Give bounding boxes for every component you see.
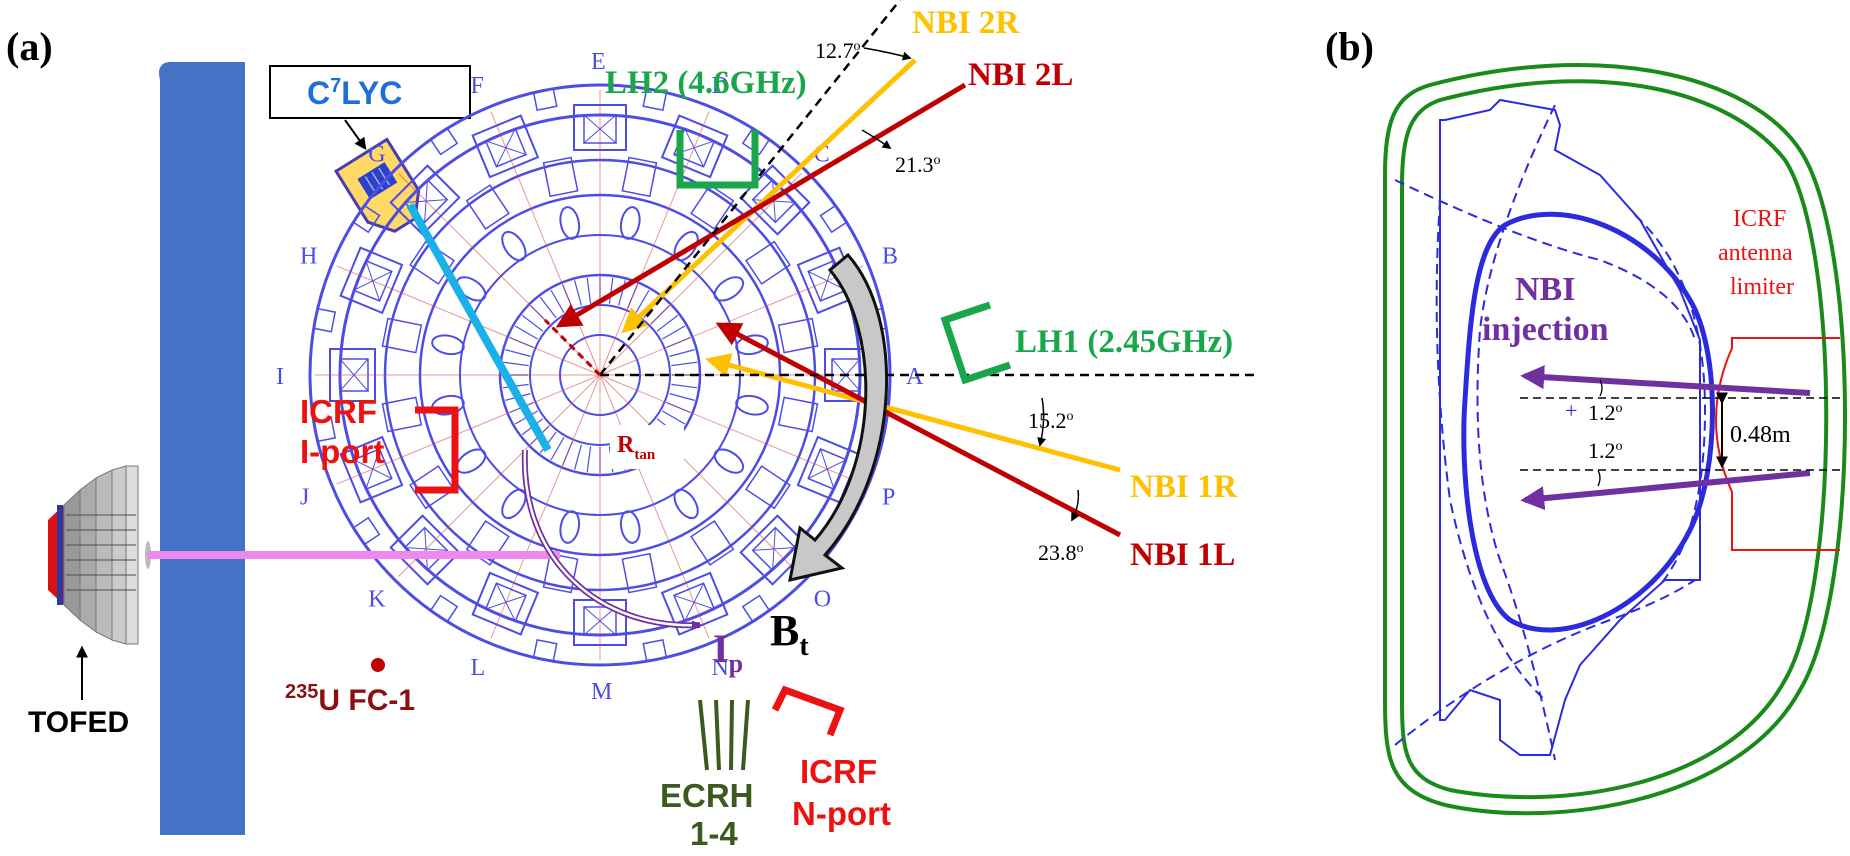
nbi-upper-beam — [1520, 365, 1811, 396]
angle-arc-21-3 — [861, 129, 892, 150]
c7lyc-line-of-sight — [406, 203, 552, 452]
ecrh-label-line2: 1-4 — [690, 815, 738, 852]
rtan-label: Rtan — [617, 432, 656, 463]
bt-direction-arrow — [788, 252, 888, 582]
icrf-n-port-antenna — [771, 685, 845, 737]
panel-a: (a) TOFED C7LYC — [6, 0, 1258, 852]
lh2-label: LH2 (4.6GHz) — [605, 65, 807, 101]
port-letter-g: G — [368, 141, 385, 167]
bt-label: Bt — [770, 606, 809, 662]
angle-15-2-label: 15.2o — [1028, 408, 1074, 433]
port-letter-d: D — [712, 73, 729, 99]
ecrh-launchers — [698, 699, 750, 771]
fission-chamber-label: 235U FC-1 — [285, 681, 415, 717]
angle-12-7-label: 12.7o — [815, 38, 861, 63]
c7lyc-arrow — [344, 119, 367, 150]
port-letter-f: F — [470, 73, 483, 99]
port-letter-k: K — [368, 587, 386, 613]
panel-a-label: (a) — [6, 24, 53, 69]
icrf-i-label-line2: I-port — [300, 433, 384, 470]
tofed-detector-icon — [48, 465, 151, 645]
angle-arc-15-2 — [1037, 397, 1047, 447]
ip-label: Ip — [713, 626, 743, 678]
port-letter-p: P — [882, 485, 895, 511]
c7lyc-label-box — [269, 65, 471, 119]
panel-b: (b) ICRF antenna limiter NBI injection +… — [1325, 24, 1847, 816]
vessel-outer-wall — [1383, 63, 1847, 816]
plasma-boundary — [1461, 211, 1715, 633]
lh1-antenna — [940, 301, 1012, 385]
tofed-label: TOFED — [28, 706, 129, 739]
port-letter-i: I — [276, 364, 284, 390]
icrf-limiter-label-line3: limiter — [1730, 274, 1794, 300]
angle-bottom-label: 1.2o — [1588, 438, 1623, 463]
nbi-2r-label: NBI 2R — [912, 5, 1020, 41]
nbi-injection-label-line1: NBI — [1515, 271, 1575, 308]
nbi-lower-beam — [1520, 470, 1811, 511]
nbi-1r-beam — [705, 353, 1121, 473]
port-letter-m: M — [591, 679, 612, 705]
distance-label: 0.48m — [1730, 422, 1791, 448]
plasma-axis-marker: + — [1565, 398, 1577, 423]
port-letter-o: O — [814, 587, 831, 613]
port-letter-b: B — [882, 243, 898, 269]
panel-b-label: (b) — [1325, 24, 1374, 69]
c7lyc-label: C7LYC — [307, 75, 402, 111]
port-letter-a: A — [906, 364, 924, 390]
lh2-antenna — [676, 130, 759, 189]
lh1-label: LH1 (2.45GHz) — [1015, 324, 1233, 360]
first-wall — [1439, 98, 1701, 756]
nbi-2l-beam — [555, 82, 967, 328]
angle-arc-12-7 — [863, 47, 912, 61]
port-letter-n: N — [712, 655, 729, 681]
rtan-line — [543, 318, 602, 377]
icrf-n-label-line2: N-port — [792, 795, 891, 832]
fission-chamber-dot — [371, 658, 385, 672]
angle-23-8-label: 23.8o — [1038, 540, 1084, 565]
port-letter-j: J — [300, 485, 309, 511]
angle-21-3-label: 21.3o — [895, 152, 941, 177]
ip-direction-arrow-outline — [521, 449, 701, 629]
nbi-1r-label: NBI 1R — [1130, 469, 1238, 505]
nbi-1l-label: NBI 1L — [1130, 537, 1235, 573]
nbi-2l-label: NBI 2L — [968, 57, 1073, 93]
angle-top-label: 1.2o — [1588, 400, 1623, 425]
icrf-i-port-antenna — [415, 406, 459, 494]
icrf-i-label-line1: ICRF — [300, 393, 377, 430]
icrf-n-label-line1: ICRF — [800, 753, 877, 790]
vessel-inner-wall — [1400, 79, 1829, 800]
icrf-limiter-label-line1: ICRF — [1733, 206, 1786, 232]
port-letter-e: E — [591, 49, 606, 75]
port-letter-h: H — [300, 243, 317, 269]
nbi-injection-label-line2: injection — [1482, 311, 1609, 348]
port-letter-l: L — [470, 655, 485, 681]
nbi-2r-beam — [621, 58, 917, 334]
ecrh-label-line1: ECRH — [660, 777, 754, 814]
angle-arc-23-8 — [1071, 489, 1080, 522]
icrf-limiter-label-line2: antenna — [1718, 240, 1793, 266]
shield-wall — [159, 61, 245, 836]
nbi-1l-beam — [715, 322, 1122, 538]
